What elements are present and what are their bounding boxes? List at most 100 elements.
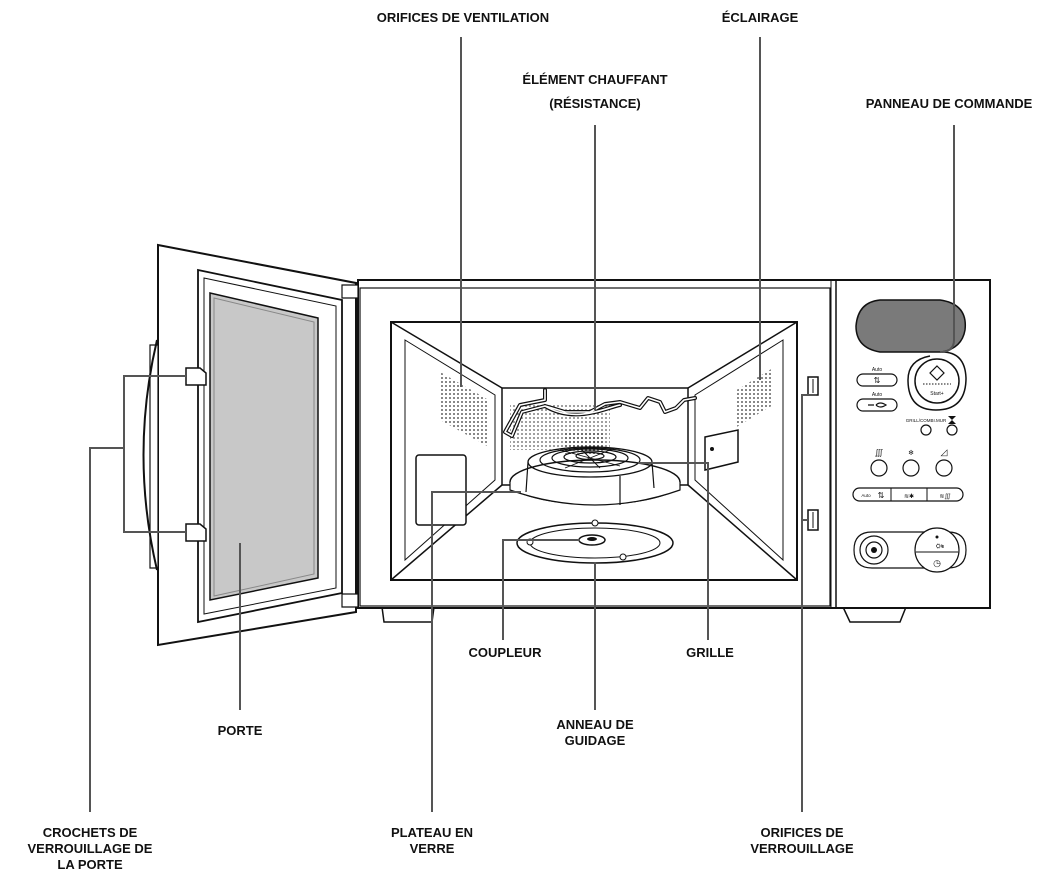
timer-button bbox=[946, 424, 958, 436]
auto-button-1-icon: ⇅ bbox=[874, 376, 881, 385]
door-frame-1 bbox=[197, 268, 343, 624]
microwave-icon: ∭ bbox=[875, 448, 884, 457]
label-plate-line-2: VERRE bbox=[409, 841, 455, 856]
clock-dial-icon-top: ⛭≋ bbox=[936, 543, 945, 550]
cavity-edge-bl bbox=[390, 484, 503, 581]
roller-wheel-3 bbox=[591, 519, 599, 527]
cavity-edge-br bbox=[687, 484, 798, 581]
start-button-surround bbox=[907, 351, 967, 411]
cavity-inner-left bbox=[404, 339, 496, 562]
timer-icon bbox=[948, 416, 956, 424]
label-hooks-line-3: LA PORTE bbox=[57, 857, 123, 872]
glass-tray-rim bbox=[509, 482, 681, 506]
door-glass bbox=[209, 292, 319, 601]
door-frame-2 bbox=[203, 277, 337, 615]
cavity-edge-tl bbox=[390, 321, 503, 389]
label-door-line-1: PORTE bbox=[217, 723, 263, 738]
label-light-line-1: ÉCLAIRAGE bbox=[721, 10, 799, 25]
leader-panel bbox=[939, 125, 955, 353]
light-cover-screw bbox=[710, 447, 714, 451]
cavity-inner-right bbox=[694, 339, 784, 562]
door-hook-top bbox=[185, 367, 207, 386]
leader-hooks bbox=[89, 375, 186, 812]
grill-ring-5 bbox=[575, 451, 605, 461]
clock-icon: ◷ bbox=[933, 558, 941, 568]
label-door: PORTE bbox=[190, 723, 290, 739]
stop-button-dot bbox=[871, 547, 877, 553]
defrost-icon: ❄ bbox=[908, 449, 914, 457]
label-vents: ORIFICES DE VENTILATION bbox=[338, 10, 588, 26]
leader-plate bbox=[431, 491, 521, 812]
auto-button-1 bbox=[856, 373, 898, 387]
label-plate-line-1: PLATEAU EN bbox=[390, 825, 474, 840]
hinge-bottom bbox=[341, 593, 359, 608]
coupler-hub bbox=[587, 537, 597, 541]
function-auto-icon: ⇅ bbox=[878, 491, 885, 500]
defrost-button bbox=[902, 459, 920, 477]
start-icon-diamond bbox=[929, 365, 945, 381]
grill-ring-2 bbox=[539, 447, 641, 473]
door-hook-bottom bbox=[185, 523, 207, 542]
grill-combi-label: GRILL/COMBI.MUR bbox=[906, 418, 947, 423]
wave-guide-cover bbox=[415, 454, 467, 526]
function-auto-label: Auto bbox=[861, 493, 871, 498]
auto-label-1: Auto bbox=[872, 367, 883, 373]
label-hooks-line-2: VERROUILLAGE DE bbox=[27, 841, 153, 856]
label-hooks-line-1: CROCHETS DE bbox=[42, 825, 138, 840]
roller-wheel-2 bbox=[619, 553, 627, 561]
vent-holes-right bbox=[735, 368, 773, 428]
label-ring-line-2: GUIDAGE bbox=[564, 733, 626, 748]
label-heater-line-1: ÉLÉMENT CHAUFFANT bbox=[522, 72, 668, 87]
start-label: Start+ bbox=[930, 391, 944, 397]
label-panel: PANNEAU DE COMMANDE bbox=[838, 96, 1060, 112]
weight-button bbox=[935, 459, 953, 477]
clock-dial bbox=[914, 527, 960, 573]
door-side bbox=[149, 344, 159, 569]
grill-ring-3 bbox=[551, 448, 629, 468]
grill-leg-3 bbox=[651, 461, 655, 489]
microwave-button bbox=[870, 459, 888, 477]
clock-dial-dot bbox=[935, 535, 939, 539]
label-grill: GRILLE bbox=[660, 645, 760, 661]
vent-holes-left bbox=[440, 372, 487, 446]
label-lockholes-line-1: ORIFICES DE bbox=[760, 825, 844, 840]
label-coupler-line-1: COUPLEUR bbox=[468, 645, 542, 660]
door-glass-edge bbox=[213, 297, 315, 597]
leader-lockholes bbox=[801, 394, 816, 812]
leader-coupler bbox=[502, 539, 580, 640]
auto-button-2 bbox=[856, 398, 898, 412]
leader-grill bbox=[638, 462, 709, 640]
label-grill-line-1: GRILLE bbox=[686, 645, 734, 660]
label-lockholes-line-2: VERROUILLAGE bbox=[750, 841, 854, 856]
weight-icon: ◿ bbox=[941, 447, 948, 457]
hinge-top bbox=[341, 284, 359, 299]
label-light: ÉCLAIRAGE bbox=[690, 10, 830, 26]
foot-right bbox=[841, 606, 908, 623]
label-coupler: COUPLEUR bbox=[445, 645, 565, 661]
function-grill-icon: ≋✱ bbox=[904, 493, 914, 500]
label-panel-line-1: PANNEAU DE COMMANDE bbox=[865, 96, 1033, 111]
foot-left bbox=[381, 606, 435, 623]
auto-button-2-icon bbox=[868, 402, 888, 408]
door-handle-arc bbox=[142, 339, 158, 571]
grill-combi-button bbox=[920, 424, 932, 436]
function-strip bbox=[852, 487, 964, 502]
light-cover bbox=[704, 429, 739, 471]
grill-spokes bbox=[559, 447, 621, 469]
cavity-edge-tr bbox=[687, 321, 798, 389]
label-heater-line-2: (RÉSISTANCE) bbox=[549, 96, 641, 111]
label-heater: ÉLÉMENT CHAUFFANT (RÉSISTANCE) bbox=[490, 72, 700, 112]
display-window bbox=[855, 299, 967, 353]
grill-leg-1 bbox=[525, 461, 529, 493]
label-ring-line-1: ANNEAU DE bbox=[556, 717, 634, 732]
label-vents-line-1: ORIFICES DE VENTILATION bbox=[376, 10, 550, 25]
function-combi-icon: ≋∭ bbox=[939, 493, 950, 500]
auto-label-2: Auto bbox=[872, 392, 883, 398]
start-dial bbox=[914, 358, 960, 404]
heating-element-inner bbox=[504, 389, 696, 437]
